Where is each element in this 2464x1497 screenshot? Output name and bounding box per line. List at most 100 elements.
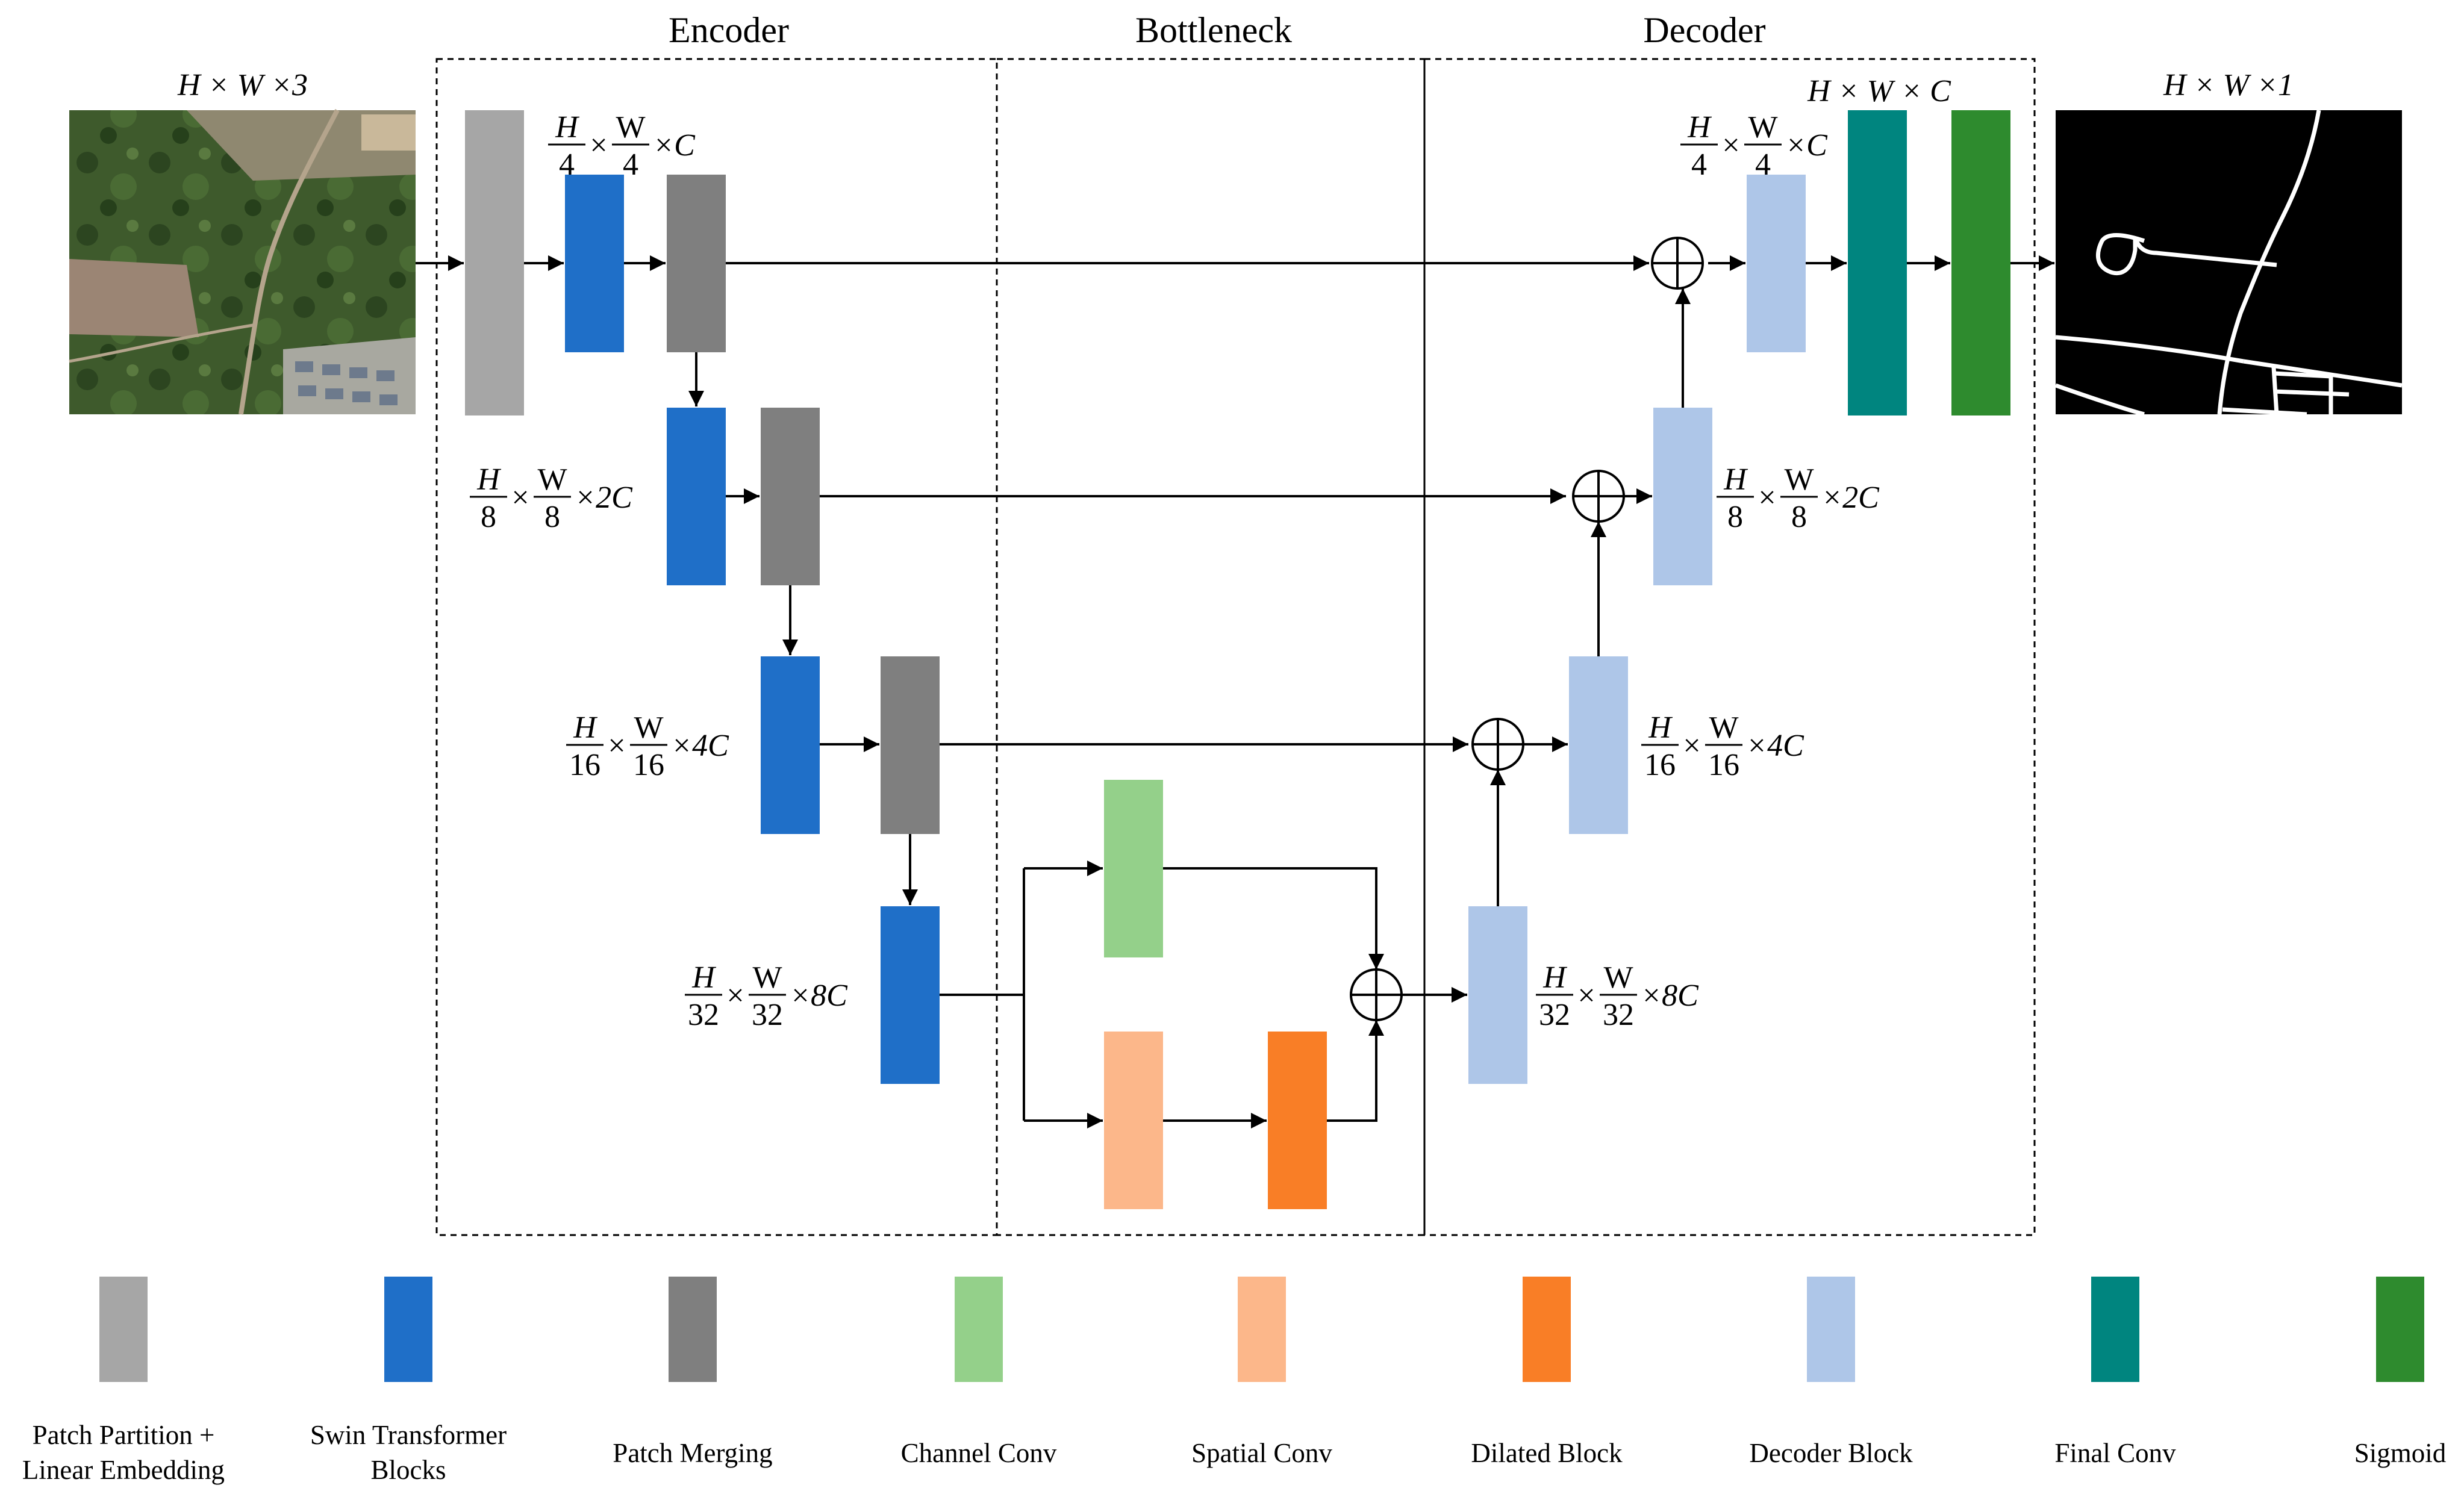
legend-label: Channel Conv xyxy=(901,1438,1057,1468)
dim-den-h: 32 xyxy=(688,998,719,1032)
patch-merging-1 xyxy=(667,175,726,352)
legend-swatch xyxy=(2091,1277,2139,1382)
decoder-section-box xyxy=(1423,58,2036,1236)
patch-merging-3 xyxy=(881,656,940,834)
legend-swatch xyxy=(384,1277,432,1382)
dim-num-h: H xyxy=(555,110,579,145)
dimension-labels: H4×W4×CH8×W8×2CH16×W16×4CH32×W32×8CH4×W4… xyxy=(470,110,1880,1032)
dim-den-w: 4 xyxy=(1755,148,1771,182)
legend-label: Patch Merging xyxy=(613,1438,772,1468)
dim-times: × xyxy=(590,128,607,163)
dim-den-h: 16 xyxy=(1644,748,1676,782)
dim-num-h: H xyxy=(1542,960,1567,995)
dim-times: × xyxy=(1683,729,1700,763)
legend-swatch xyxy=(1523,1277,1571,1382)
swin-block-2 xyxy=(667,408,726,585)
dim-den-h: 4 xyxy=(1691,148,1707,182)
dim-channels: ×8C xyxy=(790,979,848,1013)
dim-times: × xyxy=(1577,979,1595,1013)
dim-num-w: W xyxy=(1748,110,1777,145)
legend-swatch xyxy=(1807,1277,1855,1382)
full-res-dims-label: H × W × C xyxy=(1807,74,1951,108)
patch-partition-block xyxy=(465,110,524,415)
dim-times: × xyxy=(726,979,744,1013)
dim-times: × xyxy=(1758,481,1776,515)
legend-item-9: Sigmoid xyxy=(2354,1277,2447,1468)
patch-merging-2 xyxy=(761,408,820,585)
dim-den-w: 32 xyxy=(752,998,783,1032)
dims-enc2: H8×W8×2C xyxy=(470,462,633,534)
connection-arrows xyxy=(416,255,2054,1128)
dims-dec1: H4×W4×C xyxy=(1680,110,1828,182)
swin-block-4 xyxy=(881,906,940,1084)
dim-den-w: 4 xyxy=(623,148,638,182)
dim-num-w: W xyxy=(1603,960,1633,995)
decoder-block-2 xyxy=(1653,408,1712,585)
legend-item-3: Patch Merging xyxy=(613,1277,773,1468)
dim-num-w: W xyxy=(537,462,567,497)
bottleneck-title: Bottleneck xyxy=(1135,10,1292,50)
output-dims-label: H × W ×1 xyxy=(2163,68,2294,102)
sum-node-3 xyxy=(1471,718,1524,771)
legend-label: Decoder Block xyxy=(1749,1438,1913,1468)
dims-enc1: H4×W4×C xyxy=(548,110,696,182)
dim-den-w: 16 xyxy=(633,748,664,782)
legend-label: Sigmoid xyxy=(2354,1438,2447,1468)
legend-label-line2: Linear Embedding xyxy=(22,1455,225,1485)
dim-channels: ×4C xyxy=(1746,729,1804,763)
dim-den-h: 4 xyxy=(559,148,575,182)
decoder-block-3 xyxy=(1569,656,1628,834)
dim-num-w: W xyxy=(634,711,663,745)
dims-enc3: H16×W16×4C xyxy=(566,711,729,782)
dim-den-w: 8 xyxy=(1791,500,1807,534)
dim-num-h: H xyxy=(1723,462,1748,497)
dim-num-h: H xyxy=(1648,711,1673,745)
legend-label-line1: Patch Partition + xyxy=(33,1420,215,1450)
swin-block-3 xyxy=(761,656,820,834)
dim-den-h: 8 xyxy=(481,500,496,534)
dim-num-w: W xyxy=(1784,462,1814,497)
dim-times: × xyxy=(511,481,529,515)
legend-swatch xyxy=(2376,1277,2424,1382)
channel-conv-block xyxy=(1104,780,1163,957)
dim-channels: ×C xyxy=(653,128,696,163)
legend-label: Final Conv xyxy=(2054,1438,2176,1468)
input-satellite-image xyxy=(69,109,416,415)
final-conv-block xyxy=(1848,110,1907,415)
bottleneck-section-box xyxy=(996,58,1426,1236)
legend-swatch xyxy=(669,1277,717,1382)
legend-label-line1: Swin Transformer xyxy=(310,1420,507,1450)
dim-num-h: H xyxy=(1687,110,1712,145)
encoder-section-box xyxy=(435,58,998,1236)
dims-dec2: H8×W8×2C xyxy=(1717,462,1880,534)
dim-den-h: 8 xyxy=(1727,500,1743,534)
dim-num-h: H xyxy=(573,711,597,745)
legend-item-5: Spatial Conv xyxy=(1191,1277,1332,1468)
output-road-mask xyxy=(2054,110,2403,417)
decoder-title: Decoder xyxy=(1643,10,1765,50)
dims-enc4: H32×W32×8C xyxy=(685,960,848,1032)
dim-den-w: 32 xyxy=(1603,998,1634,1032)
legend-item-7: Decoder Block xyxy=(1749,1277,1913,1468)
legend-label: Dilated Block xyxy=(1471,1438,1623,1468)
legend-item-6: Dilated Block xyxy=(1471,1277,1623,1468)
legend-item-4: Channel Conv xyxy=(901,1277,1057,1468)
dim-den-w: 8 xyxy=(544,500,560,534)
dims-dec4: H32×W32×8C xyxy=(1536,960,1699,1032)
dim-den-w: 16 xyxy=(1708,748,1739,782)
dim-channels: ×8C xyxy=(1641,979,1699,1013)
legend-swatch xyxy=(955,1277,1003,1382)
dim-num-w: W xyxy=(1709,711,1738,745)
sum-node-bottleneck xyxy=(1350,968,1403,1021)
dim-num-w: W xyxy=(616,110,645,145)
sum-node-1 xyxy=(1651,237,1704,290)
dim-times: × xyxy=(1722,128,1739,163)
dim-channels: ×2C xyxy=(575,481,633,515)
dim-channels: ×4C xyxy=(671,729,729,763)
legend-swatch xyxy=(1238,1277,1286,1382)
dim-channels: ×2C xyxy=(1821,481,1880,515)
decoder-block-1 xyxy=(1747,175,1806,352)
legend-label: Spatial Conv xyxy=(1191,1438,1332,1468)
dims-dec3: H16×W16×4C xyxy=(1641,711,1804,782)
